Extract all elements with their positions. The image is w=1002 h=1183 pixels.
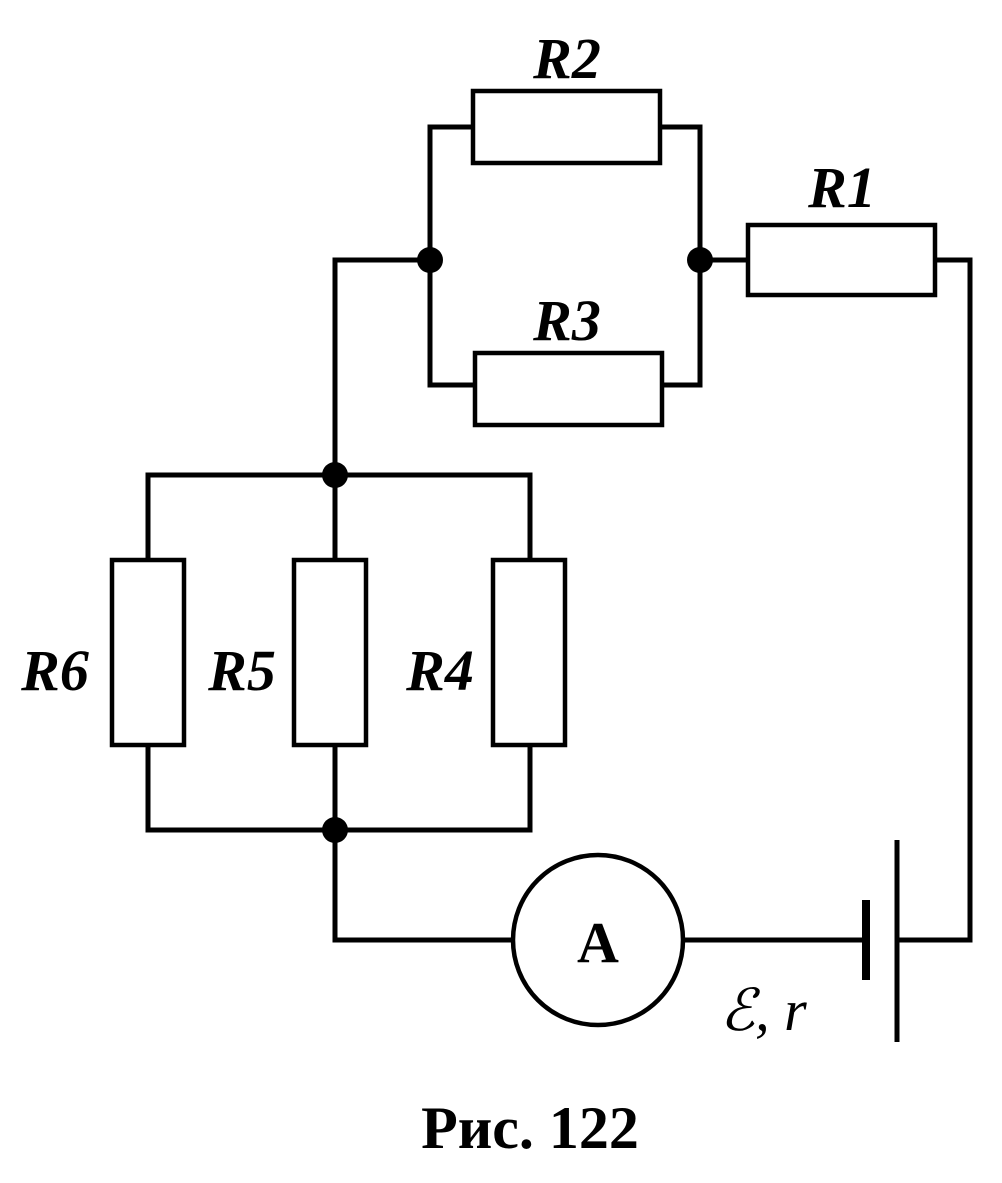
- wire-node-ammeter: [332, 827, 516, 943]
- junction-node-bank-bottom: [322, 817, 348, 843]
- label-r4: R4: [405, 638, 474, 703]
- resistor-r4: [490, 557, 568, 748]
- ammeter-symbol: A: [577, 910, 619, 975]
- resistor-r5: [291, 557, 369, 748]
- resistor-r6: [109, 557, 187, 748]
- label-r1: R1: [807, 155, 876, 220]
- label-r5: R5: [207, 638, 276, 703]
- junction-node-top-left: [417, 247, 443, 273]
- wire-bank-bottom: [145, 742, 533, 833]
- battery: [862, 840, 900, 1042]
- ammeter-circle: [510, 852, 686, 1028]
- wire-bank-top: [145, 472, 533, 563]
- wire-left-node-down: [332, 257, 433, 478]
- wire-r1-right-rail: [897, 257, 973, 943]
- junction-node-top-right: [687, 247, 713, 273]
- resistor-r3: [472, 350, 665, 428]
- label-r3: R3: [532, 288, 601, 353]
- resistor-r1: [745, 222, 938, 298]
- label-r6: R6: [20, 638, 89, 703]
- junction-node-bank-top: [322, 462, 348, 488]
- figure-caption: Рис. 122: [421, 1095, 639, 1161]
- label-r2: R2: [532, 26, 601, 91]
- ammeter: A: [510, 852, 686, 1028]
- source-label: ℰ, r: [720, 978, 807, 1043]
- resistor-r2: [470, 88, 663, 166]
